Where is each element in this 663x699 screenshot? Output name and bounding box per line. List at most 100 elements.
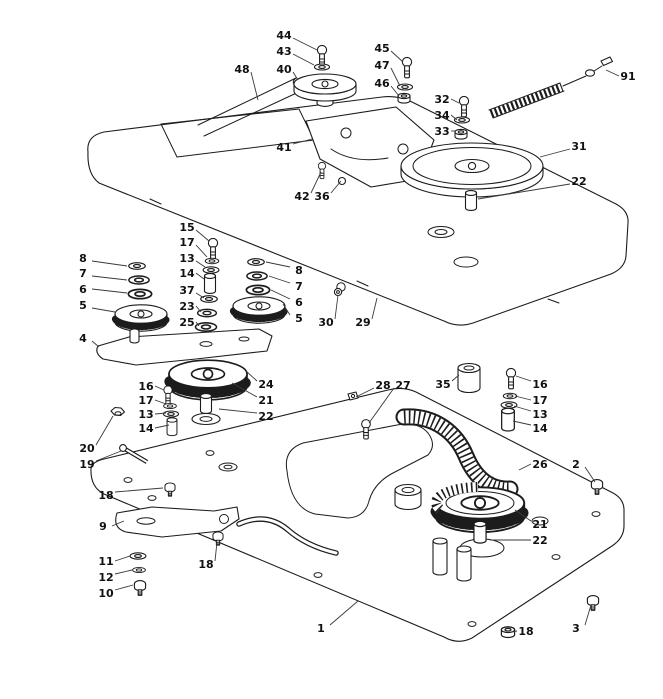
callout-22-36: 22 [258, 410, 273, 423]
washer-11 [129, 552, 147, 560]
leader-line-22-12 [477, 183, 571, 200]
bracket-4 [96, 328, 273, 366]
leader-line-5-23 [91, 307, 116, 313]
leader-line-18-61 [511, 630, 518, 633]
leader-line-6-30 [270, 289, 291, 300]
plate-boss [394, 483, 422, 511]
leader-line-42-14 [310, 171, 322, 194]
leader-line-40-2 [292, 71, 299, 81]
callout-25-26: 25 [179, 316, 194, 329]
callout-36-15: 36 [314, 190, 330, 203]
callout-17-38: 17 [138, 394, 153, 407]
washer-6 [127, 288, 153, 300]
pin-19 [119, 444, 149, 464]
leader-line-16-46 [515, 375, 532, 382]
washer-25 [194, 322, 218, 332]
leader-line-41-13 [292, 138, 313, 145]
callout-35-45: 35 [435, 378, 450, 391]
leader-line-14-19 [195, 272, 205, 280]
washer-8b [247, 258, 265, 266]
support-posts [432, 537, 472, 582]
leader-line-28-43 [355, 387, 375, 398]
callout-14-19: 14 [179, 267, 195, 280]
leader-line-36-15 [330, 180, 342, 194]
leader-line-18-54 [114, 487, 164, 493]
washer-8 [128, 262, 146, 270]
leader-line-46-6 [390, 85, 400, 97]
washer-6b [245, 284, 271, 296]
callout-42-14: 42 [294, 190, 309, 203]
leader-line-15-16 [195, 229, 210, 242]
callout-16-37: 16 [138, 380, 154, 393]
callout-40-2: 40 [276, 63, 292, 76]
spacer-22-center [199, 393, 213, 414]
leader-line-13-18 [195, 260, 206, 268]
callout-17-17: 17 [179, 236, 194, 249]
leader-line-47-5 [390, 67, 401, 87]
callout-23-25: 23 [179, 300, 194, 313]
callout-21-35: 21 [258, 394, 273, 407]
callout-1-60: 1 [317, 622, 325, 635]
leader-line-10-58 [114, 584, 134, 591]
leader-line-20-41 [95, 415, 114, 446]
callout-24-34: 24 [258, 378, 274, 391]
callout-46-6: 46 [374, 77, 390, 90]
leader-line-21-52 [514, 509, 532, 522]
leader-line-9-55 [111, 520, 125, 527]
plate-cutout [285, 423, 433, 519]
leader-line-37-24 [195, 292, 205, 299]
leader-line-12-57 [114, 569, 133, 575]
callout-43-1: 43 [276, 45, 291, 58]
spacer-14a [203, 273, 217, 294]
callout-5-23: 5 [79, 299, 87, 312]
callout-18-54: 18 [98, 489, 113, 502]
spacer-14c [501, 407, 515, 432]
callout-18-59: 18 [198, 558, 213, 571]
leader-line-48-3 [250, 71, 259, 101]
bushing-35 [457, 362, 481, 394]
belt-wrap [431, 482, 479, 513]
nut-20 [110, 406, 126, 417]
callout-91-10: 91 [620, 70, 635, 83]
cable-end-fitting [600, 56, 614, 67]
top-pulley-assembly [293, 44, 357, 107]
leader-line-5-31 [282, 303, 291, 316]
callout-20-41: 20 [79, 442, 95, 455]
leader-line-29-33 [371, 297, 378, 320]
callout-32-7: 32 [434, 93, 449, 106]
callout-7-21: 7 [79, 267, 87, 280]
callout-22-12: 22 [571, 175, 586, 188]
callout-37-24: 37 [179, 284, 194, 297]
toothed-belt-26 [395, 408, 519, 498]
nut-28 [347, 391, 359, 401]
shaft-22 [464, 190, 478, 211]
bolt-16a [163, 385, 173, 405]
large-pulley-31 [400, 142, 544, 211]
leader-line-19-42 [95, 450, 122, 462]
bolt-3 [586, 595, 600, 611]
leader-line-11-56 [114, 555, 131, 562]
spacer-14b [166, 417, 178, 437]
washer-17a [204, 257, 220, 265]
nut-46 [397, 92, 411, 104]
callout-47-5: 47 [374, 59, 389, 72]
spring-coil [489, 83, 564, 118]
leader-line-3-62 [584, 604, 592, 626]
washer-stack-left [115, 262, 167, 331]
callout-11-56: 11 [98, 555, 113, 568]
bolt-stack-15 [194, 237, 220, 332]
callout-27-44: 27 [395, 379, 410, 392]
washer-13b [162, 410, 180, 418]
callout-17-47: 17 [532, 394, 547, 407]
leader-line-7-29 [268, 275, 291, 284]
leader-line-91-10 [605, 69, 620, 77]
cover-hole [427, 226, 455, 238]
callout-19-42: 19 [79, 458, 94, 471]
bolt-16b [505, 367, 517, 390]
callout-45-4: 45 [374, 42, 389, 55]
callout-5-31: 5 [295, 312, 303, 325]
bolt-10 [133, 580, 147, 596]
leader-line-8-28 [265, 261, 291, 268]
